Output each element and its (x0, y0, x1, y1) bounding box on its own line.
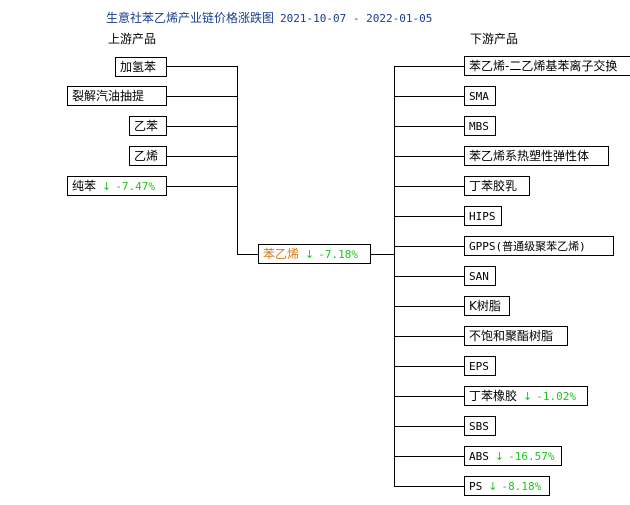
title-text: 生意社苯乙烯产业链价格涨跌图 (106, 11, 275, 25)
downstream-node-label: SAN (469, 270, 489, 283)
change-value: -7.47% (115, 180, 155, 193)
downstream-node-label: 丁苯胶乳 (469, 179, 518, 193)
change-value: -7.18% (318, 248, 358, 261)
upstream-node-5[interactable]: 纯苯 ↓-7.47% (67, 176, 167, 196)
connector-line (394, 486, 464, 487)
chart-title: 生意社苯乙烯产业链价格涨跌图 2021-10-07 - 2022-01-05 (106, 9, 432, 26)
upstream-node-3[interactable]: 乙苯 (129, 116, 167, 136)
connector-line (167, 126, 237, 127)
downstream-node-label: MBS (469, 120, 489, 133)
change-value: -1.02% (536, 390, 576, 403)
connector-line (167, 96, 237, 97)
down-arrow-icon: ↓ (488, 480, 498, 493)
connector-line (394, 96, 464, 97)
upstream-node-2[interactable]: 裂解汽油抽提 (67, 86, 167, 106)
downstream-node-1[interactable]: 苯乙烯-二乙烯基苯离子交换 (464, 56, 630, 76)
center-node[interactable]: 苯乙烯 ↓-7.18% (258, 244, 371, 264)
downstream-node-2[interactable]: SMA (464, 86, 496, 106)
downstream-node-13[interactable]: SBS (464, 416, 496, 436)
down-arrow-icon: ↓ (523, 390, 533, 403)
connector-line (167, 156, 237, 157)
connector-line (167, 186, 237, 187)
connector-line (394, 186, 464, 187)
upstream-node-label: 加氢苯 (120, 60, 157, 74)
downstream-node-label: PS (469, 480, 483, 493)
connector-line (394, 156, 464, 157)
connector-line (394, 366, 464, 367)
downstream-node-label: HIPS (469, 210, 496, 223)
upstream-header: 上游产品 (108, 32, 157, 46)
connector-line (394, 426, 464, 427)
upstream-node-label: 乙烯 (134, 149, 159, 163)
downstream-node-3[interactable]: MBS (464, 116, 496, 136)
connector-line (167, 66, 237, 67)
downstream-node-5[interactable]: 丁苯胶乳 (464, 176, 530, 196)
downstream-node-label: EPS (469, 360, 489, 373)
downstream-node-14[interactable]: ABS ↓-16.57% (464, 446, 562, 466)
downstream-node-15[interactable]: PS ↓-8.18% (464, 476, 550, 496)
connector-line (394, 216, 464, 217)
down-arrow-icon: ↓ (305, 248, 315, 261)
down-arrow-icon: ↓ (494, 450, 505, 463)
downstream-node-label: 丁苯橡胶 (469, 389, 518, 403)
upstream-node-label: 裂解汽油抽提 (72, 89, 145, 103)
downstream-node-label: K树脂 (469, 299, 501, 313)
date-range: 2021-10-07 - 2022-01-05 (280, 12, 433, 25)
connector-line (394, 276, 464, 277)
connector-line (394, 66, 464, 67)
connector-line (371, 254, 395, 255)
downstream-node-7[interactable]: GPPS(普通级聚苯乙烯) (464, 236, 614, 256)
center-node-label: 苯乙烯 (263, 247, 300, 261)
downstream-node-label: 不饱和聚酯树脂 (469, 329, 554, 343)
downstream-node-label: 苯乙烯-二乙烯基苯离子交换 (469, 59, 618, 73)
upstream-node-label: 乙苯 (134, 119, 159, 133)
downstream-node-10[interactable]: 不饱和聚酯树脂 (464, 326, 568, 346)
downstream-node-9[interactable]: K树脂 (464, 296, 510, 316)
downstream-node-label: GPPS(普通级聚苯乙烯) (469, 240, 586, 253)
change-value: -16.57% (508, 450, 555, 463)
upstream-node-label: 纯苯 (72, 179, 97, 193)
downstream-node-label: SBS (469, 420, 489, 433)
downstream-node-8[interactable]: SAN (464, 266, 496, 286)
connector-trunk (237, 66, 238, 255)
upstream-node-1[interactable]: 加氢苯 (115, 57, 167, 77)
upstream-node-4[interactable]: 乙烯 (129, 146, 167, 166)
connector-line (394, 396, 464, 397)
connector-line (394, 456, 464, 457)
downstream-node-12[interactable]: 丁苯橡胶 ↓-1.02% (464, 386, 588, 406)
connector-line (394, 126, 464, 127)
connector-line (394, 336, 464, 337)
downstream-header: 下游产品 (470, 32, 519, 46)
downstream-node-label: SMA (469, 90, 489, 103)
downstream-node-11[interactable]: EPS (464, 356, 496, 376)
connector-line (394, 306, 464, 307)
connector-line (394, 246, 464, 247)
change-value: -8.18% (501, 480, 542, 493)
downstream-node-6[interactable]: HIPS (464, 206, 502, 226)
downstream-node-4[interactable]: 苯乙烯系热塑性弹性体 (464, 146, 609, 166)
down-arrow-icon: ↓ (102, 180, 112, 193)
downstream-node-label: 苯乙烯系热塑性弹性体 (469, 149, 590, 163)
downstream-node-label: ABS (469, 450, 489, 463)
connector-line (237, 254, 258, 255)
